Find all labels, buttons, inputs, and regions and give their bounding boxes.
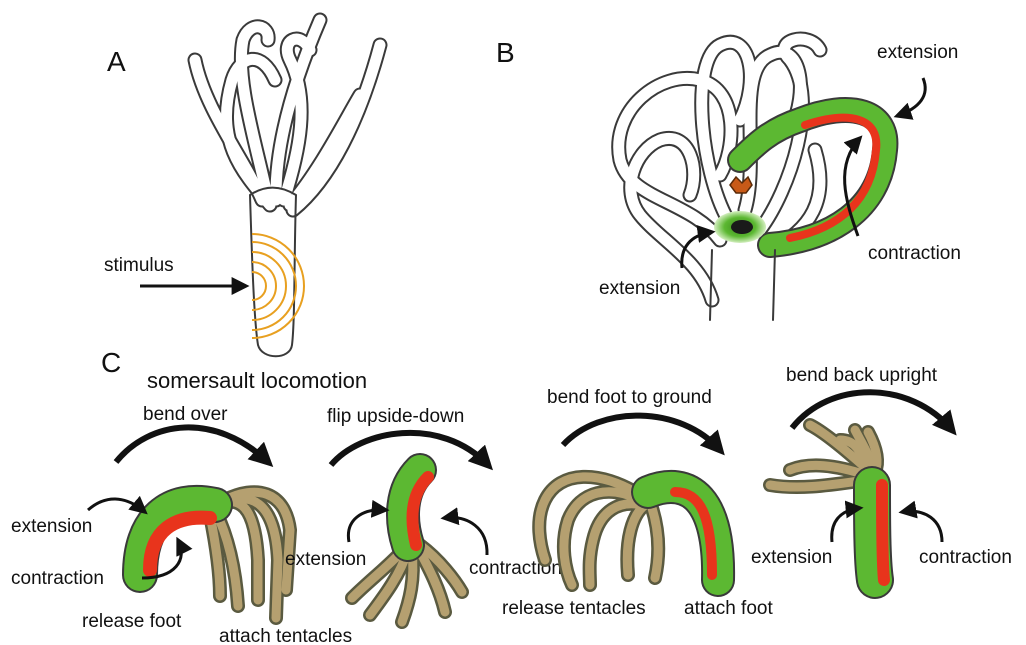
panel-c-letter: C (101, 347, 121, 378)
panel-b: B ext (496, 37, 961, 320)
stage-1-release-label: release foot (82, 611, 182, 632)
stimulus-label: stimulus (104, 255, 174, 276)
stage-3-arc (563, 416, 720, 450)
panel-b-mouth (731, 220, 753, 234)
panel-c: C somersault locomotion bend over (11, 347, 1012, 645)
panel-a-stimulus-rings (252, 234, 304, 338)
panel-b-extension-top-arrow (897, 78, 925, 116)
stage-4-body-contraction (882, 485, 884, 580)
stage-2: flip upside-down extension contraction (285, 406, 562, 622)
stage-1-extension-arrow (88, 499, 145, 512)
stage-4-contraction-label: contraction (919, 547, 1012, 568)
panel-a-tentacles (195, 20, 380, 210)
panel-b-body-left (710, 250, 712, 320)
stage-4-body (872, 485, 875, 580)
stage-3-arc-label: bend foot to ground (547, 387, 712, 408)
panel-b-letter: B (496, 37, 515, 68)
stage-2-extension-arrow (348, 510, 386, 542)
panel-a: A stimulus (104, 20, 380, 356)
stage-2-arc-label: flip upside-down (327, 406, 464, 427)
panel-b-extension-bottom-label: extension (599, 278, 680, 299)
panel-c-title: somersault locomotion (147, 368, 367, 393)
stage-2-extension-label: extension (285, 549, 366, 570)
stage-4-contraction-arrow (902, 511, 942, 542)
stage-3: bend foot to ground release tentacles at… (502, 387, 773, 619)
stage-1-arc (116, 427, 268, 462)
stage-3-release-label: release tentacles (502, 598, 646, 619)
stage-2-contraction-arrow (444, 518, 487, 555)
panel-b-contraction-label: contraction (868, 243, 961, 264)
panel-a-letter: A (107, 46, 126, 77)
panel-b-prey (730, 177, 752, 193)
stage-1-contraction-label: contraction (11, 568, 104, 589)
panel-b-extension-top-label: extension (877, 42, 958, 63)
panel-b-loops (619, 39, 820, 300)
stage-1-arc-label: bend over (143, 404, 228, 425)
stage-4-extension-label: extension (751, 547, 832, 568)
panel-b-body-right (773, 250, 775, 320)
stage-1-attach-label: attach tentacles (219, 626, 352, 645)
stage-1: bend over extension contraction release (11, 404, 352, 645)
stage-1-extension-label: extension (11, 516, 92, 537)
stage-3-attach-label: attach foot (684, 598, 773, 619)
stage-4: bend back upright extension (751, 365, 1012, 580)
stage-4-arc-label: bend back upright (786, 365, 938, 386)
